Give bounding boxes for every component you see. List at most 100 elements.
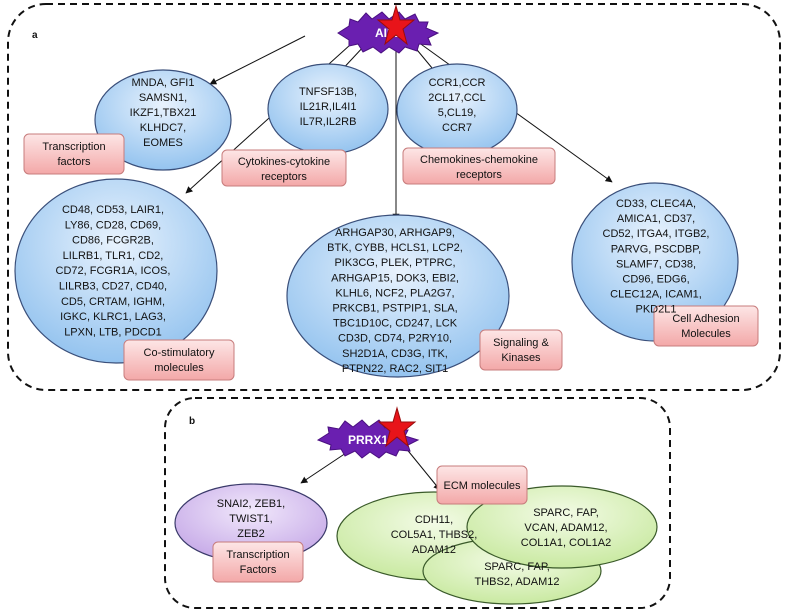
box-transcription-label: Transcription factors (42, 141, 105, 168)
text-line: CD96, EDG6, (622, 274, 689, 286)
text-line: SLAMF7, CD38, (616, 258, 696, 270)
ellipse-signaling (286, 214, 510, 378)
ellipse-b-ecm-left-genes: CDH11,COL5A1, THBS2,ADAM12 (391, 514, 478, 556)
prrx1-star-icon (377, 406, 417, 448)
text-line: receptors (456, 169, 502, 181)
ellipse-b-transcription-genes: SNAI2, ZEB1, TWIST1, ZEB2 (217, 498, 285, 540)
text-line: ARHGAP30, ARHGAP9, (335, 227, 455, 239)
box-b-ecm-label: ECM molecules (443, 480, 521, 492)
box-cytokines-label: Cytokines-cytokine receptors (238, 156, 330, 183)
text-line: CD52, ITGA4, ITGB2, (603, 228, 710, 240)
text-line: Molecules (681, 328, 731, 340)
text-line: Cytokines-cytokine (238, 156, 330, 168)
text-line: KLHL6, NCF2, PLA2G7, (335, 287, 454, 299)
box-signaling (479, 329, 563, 371)
text-line: Signaling & (493, 337, 549, 349)
arrow-to-b-ecm (404, 446, 441, 491)
text-line: TNFSF13B, (299, 86, 357, 98)
aif1-star-icon (376, 4, 416, 46)
panel-a-label: a (32, 30, 38, 41)
text-line: LY86, CD28, CD69, (65, 219, 161, 231)
text-line: LPXN, LTB, PDCD1 (64, 326, 162, 338)
box-b-transcription (212, 541, 304, 583)
text-line: molecules (154, 362, 204, 374)
text-line: PARVG, PSCDBP, (611, 243, 701, 255)
box-costim-label: Co-stimulatory molecules (144, 347, 215, 374)
panel-b-arrows (300, 446, 441, 491)
text-line: SPARC, FAP, (484, 561, 550, 573)
ellipse-costim-genes: CD48, CD53, LAIR1,LY86, CD28, CD69,CD86,… (56, 204, 171, 338)
text-line: AMICA1, CD37, (617, 213, 695, 225)
text-line: VCAN, ADAM12, (524, 522, 607, 534)
prrx1-label: PRRX1 (348, 433, 388, 447)
box-costim (123, 339, 235, 381)
text-line: CCR1,CCR (429, 77, 486, 89)
text-line: PKD2L1 (636, 304, 677, 316)
text-line: CD3D, CD74, P2RY10, (338, 333, 452, 345)
arrow-to-transcription (209, 35, 306, 85)
text-line: ZEB2 (237, 528, 265, 540)
text-line: LILRB1, TLR1, CD2, (63, 250, 164, 262)
text-line: CD33, CLEC4A, (616, 198, 696, 210)
text-line: SAMSN1, (139, 92, 187, 104)
text-line: ECM molecules (443, 480, 521, 492)
box-adhesion (653, 305, 759, 347)
text-line: MNDA, GFI1 (132, 77, 195, 89)
panel-b-frame (164, 397, 671, 609)
box-chemokines (402, 147, 556, 185)
text-line: receptors (261, 171, 307, 183)
text-line: Kinases (501, 352, 541, 364)
text-line: IL21R,IL4I1 (300, 101, 357, 113)
text-line: IL7R,IL2RB (300, 116, 357, 128)
text-line: EOMES (143, 137, 183, 149)
text-line: PTPN22, RAC2, SIT1 (342, 363, 448, 375)
aif1-hub: AIF1 (337, 4, 440, 54)
text-line: SH2D1A, CD3G, ITK, (342, 348, 448, 360)
text-line: BTK, CYBB, HCLS1, LCP2, (327, 242, 463, 254)
ellipse-transcription (94, 69, 232, 171)
ellipse-adhesion-genes: CD33, CLEC4A, AMICA1, CD37, CD52, ITGA4, I… (603, 198, 710, 316)
text-line: 2CL17,CCL (428, 92, 485, 104)
text-line: PIK3CG, PLEK, PTPRC, (334, 257, 455, 269)
text-line: Cell Adhesion (672, 313, 739, 325)
text-line: Transcription (42, 141, 105, 153)
ellipse-signaling-genes: ARHGAP30, ARHGAP9, BTK, CYBB, HCLS1, LCP2… (327, 227, 463, 375)
text-line: CD5, CRTAM, IGHM, (61, 296, 165, 308)
text-line: 5,CL19, (438, 107, 477, 119)
text-line: Chemokines-chemokine (420, 154, 538, 166)
text-line: Co-stimulatory (144, 347, 215, 359)
text-line: THBS2, ADAM12 (475, 576, 560, 588)
box-transcription (23, 133, 125, 175)
text-line: CD72, FCGR1A, ICOS, (56, 265, 171, 277)
text-line: KLHDC7, (140, 122, 186, 134)
panel-a-frame (7, 3, 781, 391)
ellipse-b-ecm-bottom-genes: SPARC, FAP, THBS2, ADAM12 (475, 561, 560, 588)
panel-a-arrows (185, 35, 613, 221)
text-line: COL5A1, THBS2, (391, 529, 478, 541)
text-line: CD86, FCGR2B, (72, 235, 154, 247)
prrx1-hub: PRRX1 (316, 406, 420, 459)
box-cytokines (221, 149, 347, 187)
text-line: CCR7 (442, 122, 472, 134)
box-chemokines-label: Chemokines-chemokine receptors (420, 154, 538, 181)
text-line: TWIST1, (229, 513, 272, 525)
text-line: CDH11, (415, 514, 453, 526)
text-line: TBC1D10C, CD247, LCK (333, 318, 458, 330)
ellipse-b-ecm-right (466, 485, 658, 569)
text-line: factors (57, 156, 91, 168)
ellipse-b-ecm-right-genes: SPARC, FAP,VCAN, ADAM12,COL1A1, COL1A2 (521, 507, 612, 549)
text-line: IKZF1,TBX21 (130, 107, 197, 119)
text-line: SNAI2, ZEB1, (217, 498, 285, 510)
box-signaling-label: Signaling & Kinases (493, 337, 549, 364)
box-b-ecm (436, 465, 528, 505)
text-line: LILRB3, CD27, CD40, (59, 281, 167, 293)
panel-b-label: b (189, 416, 195, 427)
text-line: SPARC, FAP, (533, 507, 599, 519)
ellipse-chemokines-genes: CCR1,CCR 2CL17,CCL 5,CL19, CCR7 (428, 77, 485, 134)
text-line: IGKC, KLRC1, LAG3, (60, 311, 166, 323)
